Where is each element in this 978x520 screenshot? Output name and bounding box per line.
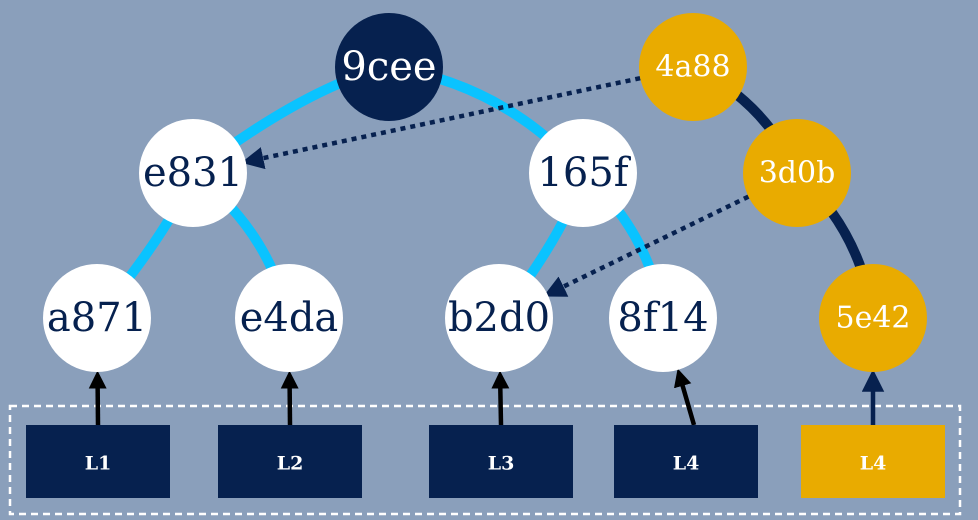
node-circle-8f14 <box>609 264 717 372</box>
node-8f14: 8f14 <box>609 264 717 372</box>
leaf-label-leaf-5: L4 <box>860 453 887 475</box>
leaf-block-leaf-2: L2 <box>218 425 362 498</box>
node-label-9cee: 9cee <box>341 44 436 90</box>
leaf-block-leaf-1: L1 <box>26 425 170 498</box>
leaf-region <box>8 404 962 516</box>
node-circle-3d0b <box>743 119 851 227</box>
node-3d0b: 3d0b <box>743 119 851 227</box>
reference-arrows <box>241 75 750 297</box>
leaf-label-leaf-3: L3 <box>488 453 515 475</box>
node-circle-e4da <box>235 264 343 372</box>
leaf-rect-leaf-3 <box>429 425 573 498</box>
node-label-5e42: 5e42 <box>835 301 910 336</box>
reference-arrow-4a88-e831 <box>241 75 641 170</box>
node-circle-e831 <box>139 119 247 227</box>
leaf-label-leaf-4: L4 <box>673 453 700 475</box>
node-165f: 165f <box>529 119 637 227</box>
node-label-165f: 165f <box>537 150 631 196</box>
leaf-label-leaf-2: L2 <box>277 453 304 475</box>
leaf-arrow-leaf-4-8f14 <box>674 368 697 426</box>
leaf-arrow-leaf-3-b2d0 <box>491 370 510 426</box>
node-label-4a88: 4a88 <box>655 50 730 85</box>
leaf-label-leaf-1: L1 <box>85 453 112 475</box>
node-9cee: 9cee <box>335 13 443 121</box>
node-b2d0: b2d0 <box>445 264 553 372</box>
node-circle-9cee <box>335 13 443 121</box>
node-a871: a871 <box>43 264 151 372</box>
node-circle-b2d0 <box>445 264 553 372</box>
node-e831: e831 <box>139 119 247 227</box>
node-4a88: 4a88 <box>639 13 747 121</box>
node-label-e4da: e4da <box>240 295 339 341</box>
node-5e42: 5e42 <box>819 264 927 372</box>
leaf-rect-leaf-2 <box>218 425 362 498</box>
node-e4da: e4da <box>235 264 343 372</box>
node-label-3d0b: 3d0b <box>759 156 836 191</box>
node-circle-a871 <box>43 264 151 372</box>
node-label-8f14: 8f14 <box>617 295 708 341</box>
leaf-block-leaf-4: L4 <box>614 425 758 498</box>
leaf-rect-leaf-1 <box>26 425 170 498</box>
node-label-b2d0: b2d0 <box>448 295 550 341</box>
tree-nodes: 9cee e831 165f a871 e4da b2d0 8f14 4a88 3d0b 5e42 <box>43 13 927 372</box>
leaf-rect-leaf-4 <box>614 425 758 498</box>
leaf-blocks: L1 L2 L3 L4 L4 <box>26 425 945 498</box>
leaf-rect-leaf-5 <box>801 425 945 498</box>
leaf-block-leaf-3: L3 <box>429 425 573 498</box>
reference-arrow-3d0b-b2d0 <box>543 194 750 297</box>
node-circle-165f <box>529 119 637 227</box>
leaf-arrows <box>88 368 885 426</box>
leaf-block-leaf-5: L4 <box>801 425 945 498</box>
node-circle-5e42 <box>819 264 927 372</box>
leaf-dashed-border <box>8 404 962 516</box>
node-label-a871: a871 <box>47 295 147 341</box>
node-circle-4a88 <box>639 13 747 121</box>
node-label-e831: e831 <box>143 150 243 196</box>
